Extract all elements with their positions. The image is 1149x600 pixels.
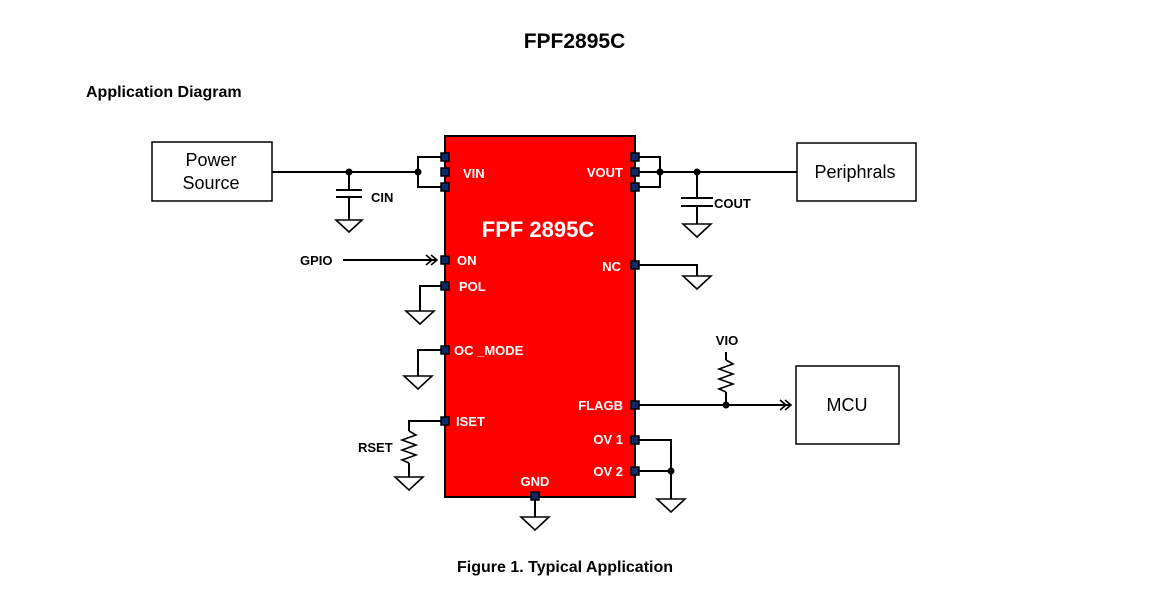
pin-label-nc: NC [602,259,621,274]
vout-pin [630,152,640,162]
mcu-label: MCU [827,395,868,415]
ground-icon [392,476,426,492]
cout-capacitor: COUT [680,172,751,239]
power-source-block: Power Source [151,141,273,202]
on-pin [440,255,450,265]
pin-label-flagb: FLAGB [578,398,623,413]
vin-bus-wire [417,156,445,188]
pin-label-gnd: GND [521,474,550,489]
chip-name: FPF 2895C [482,217,595,242]
ov1-pin [630,435,640,445]
pin-label-pol: POL [459,279,486,294]
cout-label: COUT [714,196,751,211]
ground-icon [333,219,365,234]
ground-icon [403,310,437,326]
iset-pin [440,416,450,426]
ground-icon [518,516,552,532]
section-title: Application Diagram [86,84,242,101]
pin-label-vout: VOUT [587,165,623,180]
arrow-icon [430,254,439,266]
power-source-label-line2: Source [182,173,239,193]
pol-ground-wire [419,285,441,311]
oc-mode-pin [440,345,450,355]
pin-label-vin: VIN [463,166,485,181]
resistor-icon [399,430,419,464]
resistor-icon [716,359,736,393]
pin-label-iset: ISET [456,414,485,429]
vio-label: VIO [716,333,738,348]
ground-icon [654,498,688,514]
figure-caption: Figure 1. Typical Application [456,559,674,576]
ground-icon [401,375,435,391]
ground-icon [680,275,714,291]
rset-label: RSET [358,440,393,455]
pol-pin [440,281,450,291]
pin-label-on: ON [457,253,477,268]
rset-resistor: RSET [358,420,441,492]
pin-label-oc-mode: OC _MODE [454,343,524,358]
vio-pullup-resistor: VIO [716,333,738,405]
peripherals-block: Periphrals [796,142,917,202]
arrow-icon [779,399,788,411]
ground-icon [680,223,714,239]
chip-body [444,135,636,498]
arrow-icon [784,399,793,411]
gnd-pin [530,491,540,501]
pin-label-ov1: OV 1 [593,432,623,447]
vin-pin [440,167,450,177]
oc-mode-ground-wire [417,349,441,376]
cin-label: CIN [371,190,393,205]
vout-pin [630,182,640,192]
ov1-wire [639,439,672,499]
mcu-block: MCU [795,365,900,445]
vout-pin [630,167,640,177]
cin-capacitor: CIN [333,172,393,234]
pin-label-ov2: OV 2 [593,464,623,479]
junction-dot [667,467,675,475]
vin-pin [440,182,450,192]
nc-ground-wire [639,264,698,276]
peripherals-label: Periphrals [814,162,895,182]
junction-dot [656,168,664,176]
ov2-pin [630,466,640,476]
power-source-label-line1: Power [185,150,236,170]
flagb-pin [630,400,640,410]
document-title: FPF2895C [523,30,626,53]
vin-pin [440,152,450,162]
nc-pin [630,260,640,270]
arrow-icon [425,254,434,266]
gpio-label: GPIO [300,253,333,268]
